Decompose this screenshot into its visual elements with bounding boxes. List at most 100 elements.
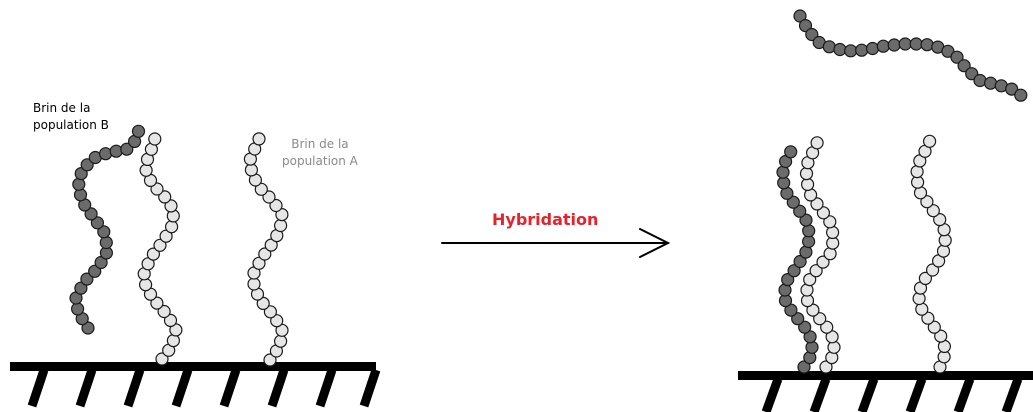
bead — [80, 158, 94, 172]
bead — [99, 235, 113, 250]
strand-b-label: Brin de la population B — [33, 100, 109, 134]
bead — [97, 225, 111, 239]
bead — [131, 124, 146, 138]
strand-b-label-line1: Brin de la — [33, 101, 91, 115]
bead — [909, 37, 923, 51]
bead — [791, 312, 805, 326]
bead — [933, 213, 947, 227]
bead — [799, 167, 814, 181]
bead — [263, 305, 277, 319]
reaction-arrow — [441, 228, 671, 258]
bead — [926, 204, 940, 218]
bead — [155, 352, 169, 366]
bead — [139, 278, 153, 292]
bead — [146, 247, 160, 261]
strand-a-left-1 — [137, 132, 183, 366]
strand-b-free — [793, 9, 1028, 102]
strand-layer — [69, 9, 1028, 374]
bead — [74, 281, 88, 295]
bead — [165, 220, 179, 234]
bead — [264, 238, 278, 252]
bead — [274, 334, 288, 348]
bead — [274, 218, 288, 233]
bead — [109, 144, 123, 158]
bead — [157, 304, 171, 319]
bead — [254, 182, 268, 196]
bead — [262, 190, 276, 204]
bead — [802, 224, 816, 238]
bead — [920, 195, 934, 209]
bead — [934, 329, 948, 343]
bead — [244, 163, 258, 177]
bead — [90, 216, 105, 230]
strand-b-left — [69, 124, 146, 335]
strand-a-label: Brin de la population A — [282, 136, 358, 170]
bead — [787, 264, 801, 278]
bead — [781, 273, 795, 287]
bead — [918, 271, 933, 285]
strand-a-right-1 — [799, 136, 841, 374]
bead — [1005, 82, 1019, 96]
bead — [910, 165, 924, 179]
bead — [158, 190, 172, 204]
bead — [776, 165, 790, 179]
bead — [820, 320, 834, 334]
bead — [148, 132, 162, 146]
bead — [72, 177, 86, 191]
bead — [797, 360, 811, 374]
bead — [983, 76, 998, 90]
bead — [925, 263, 940, 277]
bead — [833, 42, 847, 57]
bead — [813, 312, 827, 326]
bead — [81, 321, 95, 335]
bead — [855, 43, 869, 57]
bead — [950, 50, 964, 64]
bead — [120, 142, 134, 156]
strand-a-label-line1: Brin de la — [291, 137, 349, 151]
bead — [150, 182, 164, 196]
bead — [153, 238, 167, 252]
bead — [798, 320, 812, 334]
bead — [247, 277, 261, 291]
bead — [166, 334, 180, 348]
left-hatch-marks — [27, 368, 381, 408]
bead — [936, 244, 951, 258]
bead — [823, 215, 837, 229]
bead — [275, 208, 289, 222]
strand-a-right-2 — [910, 134, 952, 374]
bead — [799, 213, 813, 227]
bead — [816, 255, 830, 269]
bead — [803, 273, 817, 287]
strand-b-label-line2: population B — [33, 118, 109, 132]
left-substrate-bar — [10, 362, 376, 371]
left-surface — [10, 362, 381, 408]
bead — [865, 41, 880, 56]
bead — [252, 256, 266, 270]
bead — [258, 247, 272, 261]
bead — [921, 311, 935, 325]
bead — [809, 264, 823, 278]
right-surface — [738, 371, 1033, 412]
bead — [98, 147, 113, 161]
bead — [798, 19, 813, 33]
bead — [786, 195, 800, 209]
bead — [270, 314, 284, 328]
right-substrate-bar — [738, 371, 1033, 380]
bead — [844, 44, 858, 58]
strand-a-label-line2: population A — [282, 154, 358, 168]
bead — [920, 38, 934, 52]
bead — [887, 38, 901, 52]
bead — [84, 207, 98, 221]
bead — [1014, 88, 1028, 102]
bead — [810, 197, 824, 211]
strand-a-left-2 — [243, 132, 289, 367]
bead — [793, 204, 807, 218]
bead — [941, 44, 955, 58]
bead — [80, 272, 94, 286]
bead — [88, 264, 102, 278]
bead — [150, 296, 164, 310]
bead — [70, 302, 85, 316]
bead — [810, 136, 824, 150]
bead — [819, 360, 833, 374]
